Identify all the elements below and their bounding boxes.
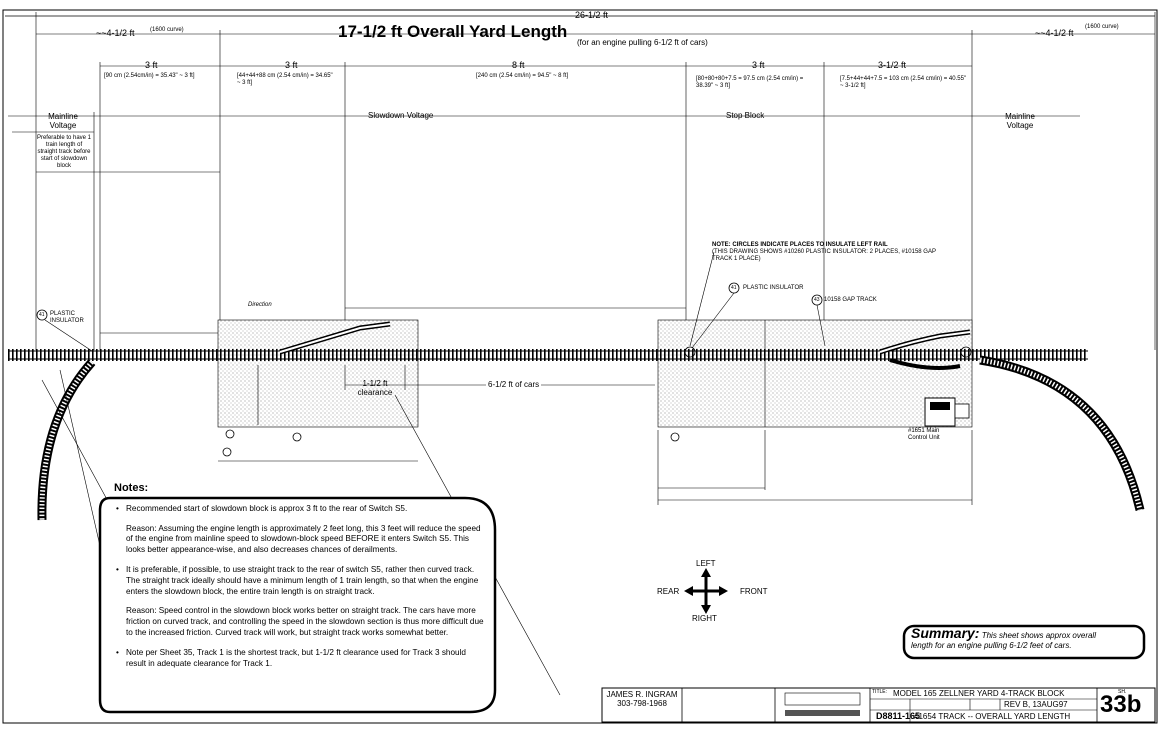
drawing-title: MODEL 165 ZELLNER YARD 4-TRACK BLOCK	[893, 689, 1065, 698]
drawing-subtitle: #1654 TRACK -- OVERALL YARD LENGTH	[914, 712, 1071, 721]
dim-5-note: [7.5+44+44+7.5 = 103 cm (2.54 cm/in) = 4…	[840, 76, 967, 89]
notes: Notes: Recommended start of slowdown blo…	[96, 483, 488, 669]
plastic-insulator-left: PLASTIC INSULATOR	[50, 311, 84, 324]
stop-board	[657, 319, 973, 428]
control-unit-label: #1651 Main Control Unit	[908, 428, 940, 441]
note-1: Recommended start of slowdown block is a…	[116, 504, 488, 515]
phone: 303-798-1968	[617, 699, 667, 708]
dim-3-note: [240 cm (2.54 cm/in) = 94.5" ~ 8 ft]	[476, 73, 569, 79]
page-border	[2, 9, 1158, 724]
right-curve-sup: (1600 curve)	[1085, 24, 1119, 30]
dim-2: 3 ft	[285, 60, 298, 70]
clearance-label: 1-1/2 ft clearance	[357, 379, 393, 397]
page-title: 17-1/2 ft Overall Yard Length	[338, 22, 568, 41]
main-track	[8, 349, 1088, 361]
insulator-circle	[36, 309, 48, 321]
direction-label: Direction	[248, 302, 272, 308]
right-curve	[979, 355, 1145, 512]
notes-heading: Notes:	[114, 482, 149, 494]
left-curve	[37, 358, 96, 521]
compass-right: RIGHT	[692, 614, 717, 623]
note-1-reason: Reason: Assuming the engine length is ap…	[126, 523, 481, 555]
summary-heading: Summary:	[911, 625, 980, 641]
dim-1-note: [90 cm (2.54cm/in) = 35.43" ~ 3 ft]	[104, 73, 195, 79]
dim-2-note: [44+44+88 cm (2.54 cm/in) = 34.65" ~ 3 f…	[237, 73, 333, 86]
dim-1: 3 ft	[145, 60, 158, 70]
gap-track: 10158 GAP TRACK	[824, 297, 877, 303]
dim-4-note: [80+80+80+7.5 = 97.5 cm (2.54 cm/in) = 3…	[696, 76, 804, 89]
compass-front: FRONT	[740, 587, 768, 596]
preferable-note: Preferable to have 1 train length of str…	[36, 135, 92, 169]
note-circles: NOTE: CIRCLES INDICATE PLACES TO INSULAT…	[712, 242, 888, 248]
revision: REV B, 13AUG97	[1004, 700, 1068, 709]
slowdown-board	[217, 319, 419, 428]
note-3: Note per Sheet 35, Track 1 is the shorte…	[116, 648, 488, 670]
note-2: It is preferable, if possible, to use st…	[116, 565, 488, 597]
page-subtitle: (for an engine pulling 6-1/2 ft of cars)	[577, 38, 708, 47]
author: JAMES R. INGRAM	[606, 690, 678, 699]
note-2-reason: Reason: Speed control in the slowdown bl…	[126, 606, 484, 637]
zone-mainline-left: Mainline Voltage	[48, 112, 78, 130]
zone-slowdown: Slowdown Voltage	[368, 111, 434, 120]
overall-length: 26-1/2 ft	[575, 10, 609, 20]
right-curve-dim: ~~4-1/2 ft	[1035, 28, 1074, 38]
title-block	[601, 687, 1156, 723]
dim-5: 3-1/2 ft	[878, 60, 907, 70]
summary-text-b: length for an engine pulling 6-1/2 feet …	[911, 641, 1072, 650]
dim-3: 8 ft	[512, 60, 525, 70]
zone-mainline-right: Mainline Voltage	[1005, 112, 1035, 130]
summary: Summary: This sheet shows approx overall…	[911, 625, 1141, 651]
zone-stop-block: Stop Block	[726, 111, 765, 120]
summary-text-a: This sheet shows approx overall	[981, 631, 1096, 640]
drawing-number: D8811-165	[876, 711, 921, 721]
plastic-insulator: PLASTIC INSULATOR	[743, 285, 804, 291]
cars-label: 6-1/2 ft of cars	[486, 380, 542, 389]
note-circles-sub: (THIS DRAWING SHOWS #10260 PLASTIC INSUL…	[712, 249, 936, 262]
compass-left: LEFT	[696, 559, 716, 568]
compass-rear: REAR	[657, 587, 680, 596]
sheet-number: 33b	[1100, 691, 1142, 718]
left-curve-dim: ~~4-1/2 ft	[96, 28, 135, 38]
left-curve-sup: (1600 curve)	[150, 27, 184, 33]
dim-4: 3 ft	[752, 60, 765, 70]
summary-box	[902, 624, 1146, 660]
